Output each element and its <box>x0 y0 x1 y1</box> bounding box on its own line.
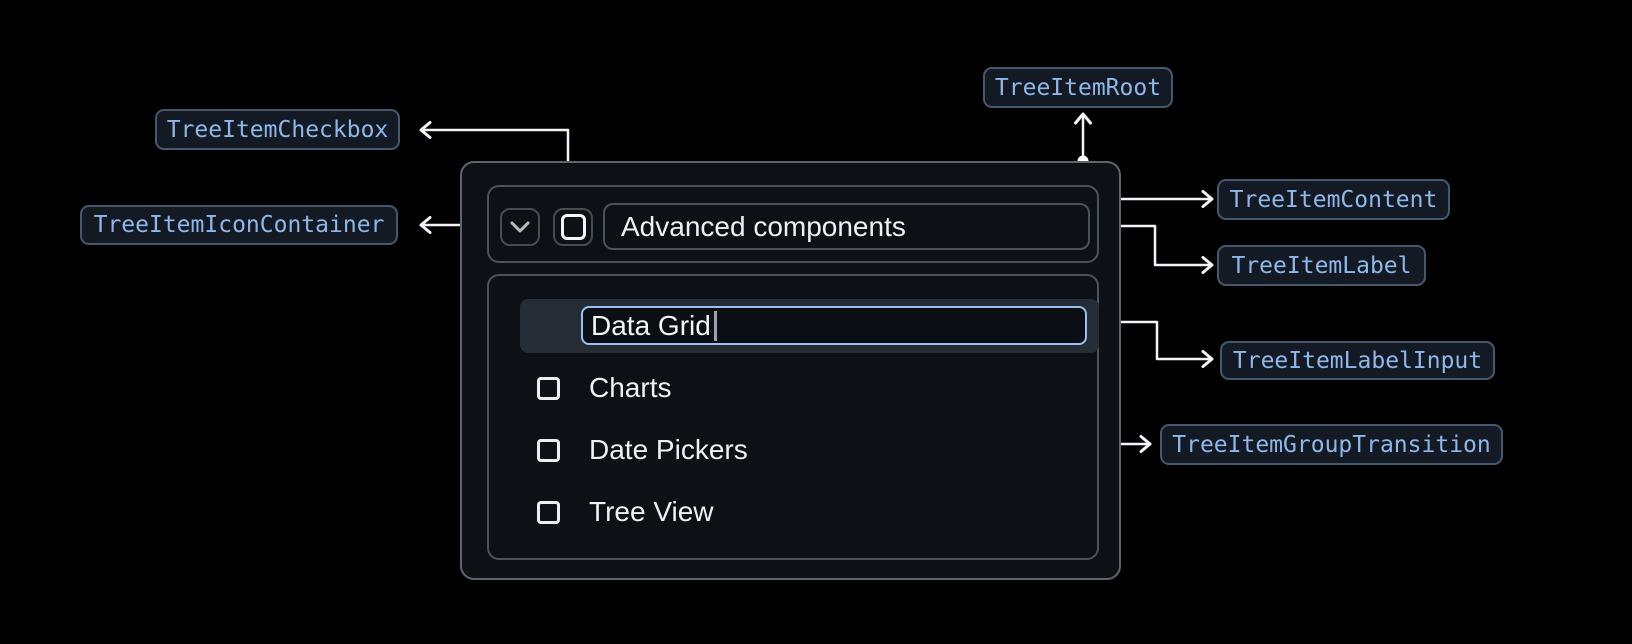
chevron-down-icon <box>510 221 530 233</box>
tree-row-label: Charts <box>589 372 672 403</box>
tree-item-label-input[interactable]: Data Grid <box>581 306 1087 345</box>
tree-row-editing[interactable]: Data Grid <box>520 299 1099 353</box>
annotation-tree-item-root: TreeItemRoot <box>983 67 1173 108</box>
tree-item-icon-container[interactable] <box>500 208 540 246</box>
tree-row[interactable]: Tree View <box>537 485 714 539</box>
connector-tree-item-root <box>1074 112 1092 167</box>
text-caret <box>713 310 717 341</box>
tree-item-content[interactable]: Advanced components <box>487 185 1099 263</box>
annotation-tree-item-group-transition: TreeItemGroupTransition <box>1160 424 1503 465</box>
tree-row-label: Date Pickers <box>589 434 748 465</box>
annotation-tree-item-icon-container: TreeItemIconContainer <box>80 205 398 245</box>
tree-item-checkbox[interactable] <box>553 208 593 246</box>
tree-row[interactable]: Date Pickers <box>537 423 748 477</box>
checkbox-unchecked-icon <box>560 214 586 240</box>
annotation-tree-item-label: TreeItemLabel <box>1217 245 1426 286</box>
label-input-value: Data Grid <box>591 309 711 341</box>
checkbox-unchecked-icon[interactable] <box>537 438 560 462</box>
annotation-tree-item-label-input: TreeItemLabelInput <box>1220 341 1495 380</box>
parent-label-text: Advanced components <box>621 210 906 242</box>
annotation-tree-item-content: TreeItemContent <box>1217 179 1450 220</box>
checkbox-unchecked-icon[interactable] <box>537 500 560 524</box>
tree-row-label: Tree View <box>589 496 714 527</box>
checkbox-unchecked-icon[interactable] <box>537 376 560 400</box>
annotation-tree-item-checkbox: TreeItemCheckbox <box>155 109 400 150</box>
tree-row[interactable]: Charts <box>537 361 671 415</box>
tree-item-label: Advanced components <box>603 203 1090 250</box>
tree-item-root: Advanced components Data Grid Charts Dat… <box>460 161 1121 580</box>
tree-item-group-transition: Data Grid Charts Date Pickers Tree View <box>487 274 1099 560</box>
